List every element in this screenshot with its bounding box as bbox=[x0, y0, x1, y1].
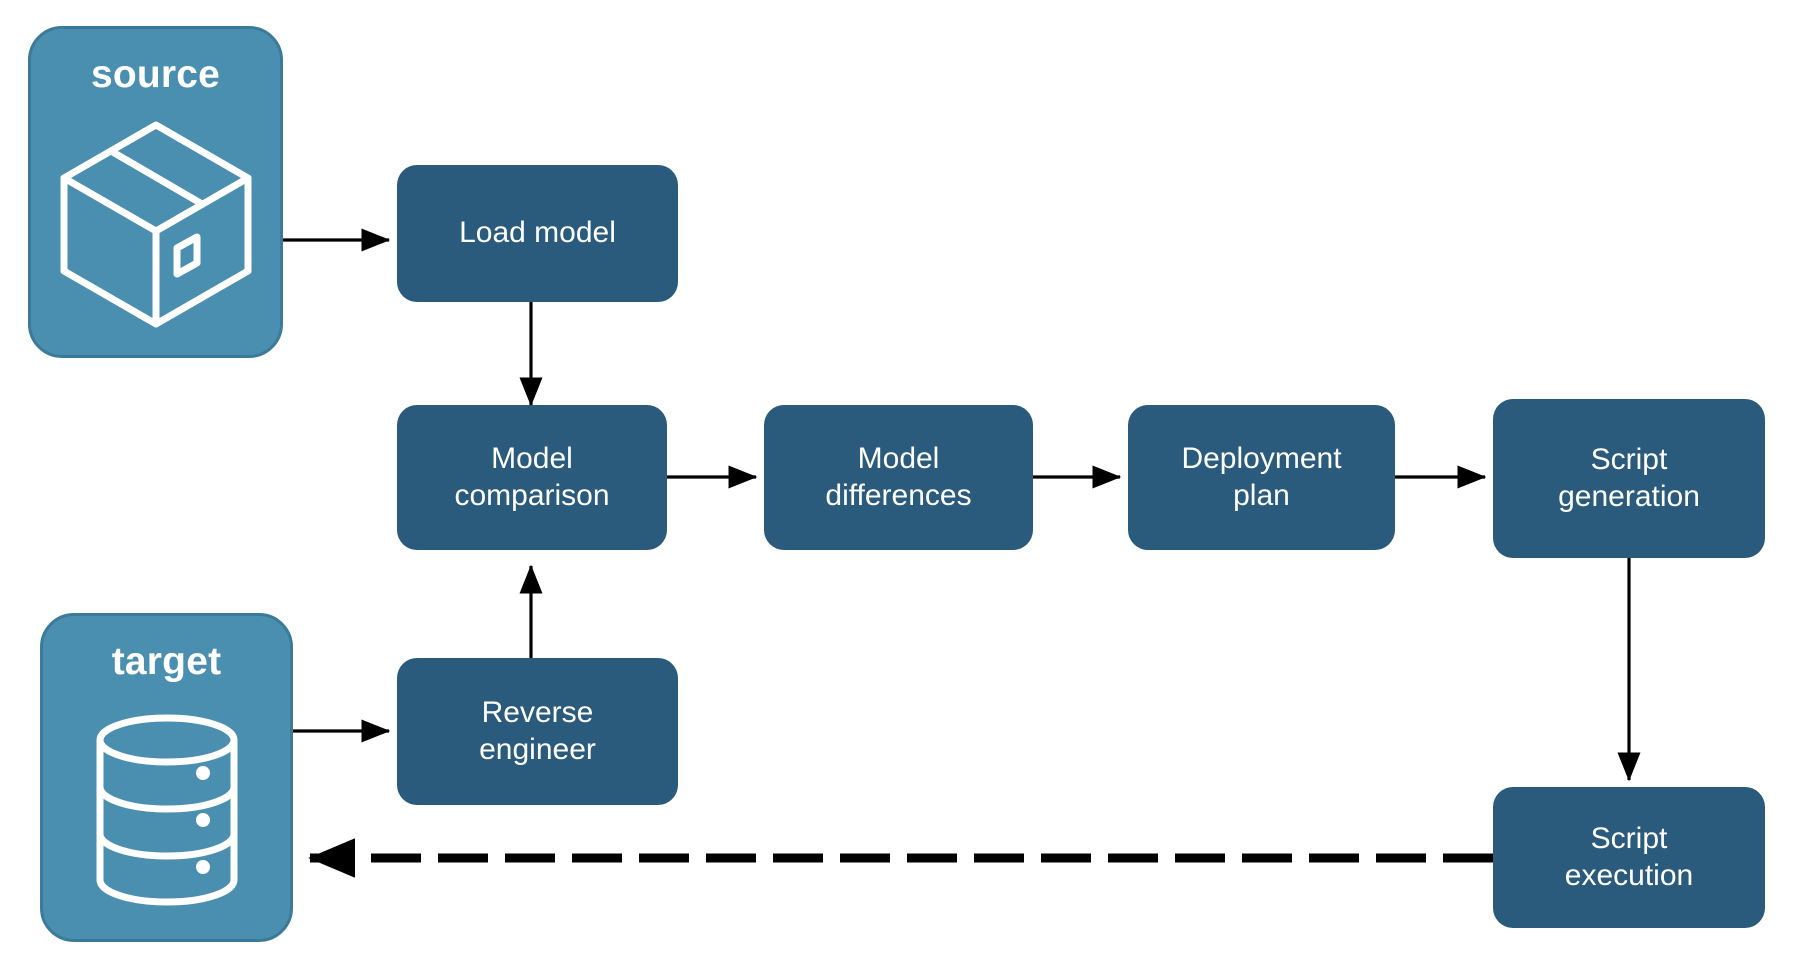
process-node-model-comparison[interactable]: Model comparison bbox=[397, 405, 667, 550]
process-node-deployment-plan[interactable]: Deployment plan bbox=[1128, 405, 1395, 550]
process-label-line: Model bbox=[857, 441, 940, 475]
process-label-line: Script bbox=[1590, 442, 1668, 476]
process-node-load-model[interactable]: Load model bbox=[397, 165, 678, 302]
process-label-line: plan bbox=[1233, 478, 1290, 512]
endpoint-label-source: source bbox=[90, 53, 221, 96]
process-label-line: Reverse bbox=[481, 695, 594, 729]
process-label-line: Load model bbox=[459, 216, 616, 250]
process-label-line: comparison bbox=[454, 478, 610, 512]
endpoint-node-source[interactable]: source bbox=[28, 26, 283, 358]
process-label-line: generation bbox=[1558, 479, 1700, 513]
database-cylinder-icon bbox=[43, 681, 290, 939]
endpoint-label-target: target bbox=[111, 640, 222, 683]
process-label-line: execution bbox=[1564, 858, 1694, 892]
process-label-line: Script bbox=[1590, 821, 1668, 855]
endpoint-node-target[interactable]: target bbox=[40, 613, 293, 942]
process-label-line: Model bbox=[491, 441, 573, 475]
process-label-line: Deployment bbox=[1181, 441, 1342, 475]
process-label-line: differences bbox=[825, 478, 972, 512]
process-node-script-generation[interactable]: Script generation bbox=[1493, 399, 1765, 558]
process-node-script-execution[interactable]: Script execution bbox=[1493, 787, 1765, 928]
package-box-icon bbox=[31, 94, 280, 355]
process-label-line: engineer bbox=[479, 732, 596, 766]
process-node-model-differences[interactable]: Model differences bbox=[764, 405, 1033, 550]
process-node-reverse-engineer[interactable]: Reverse engineer bbox=[397, 658, 678, 805]
